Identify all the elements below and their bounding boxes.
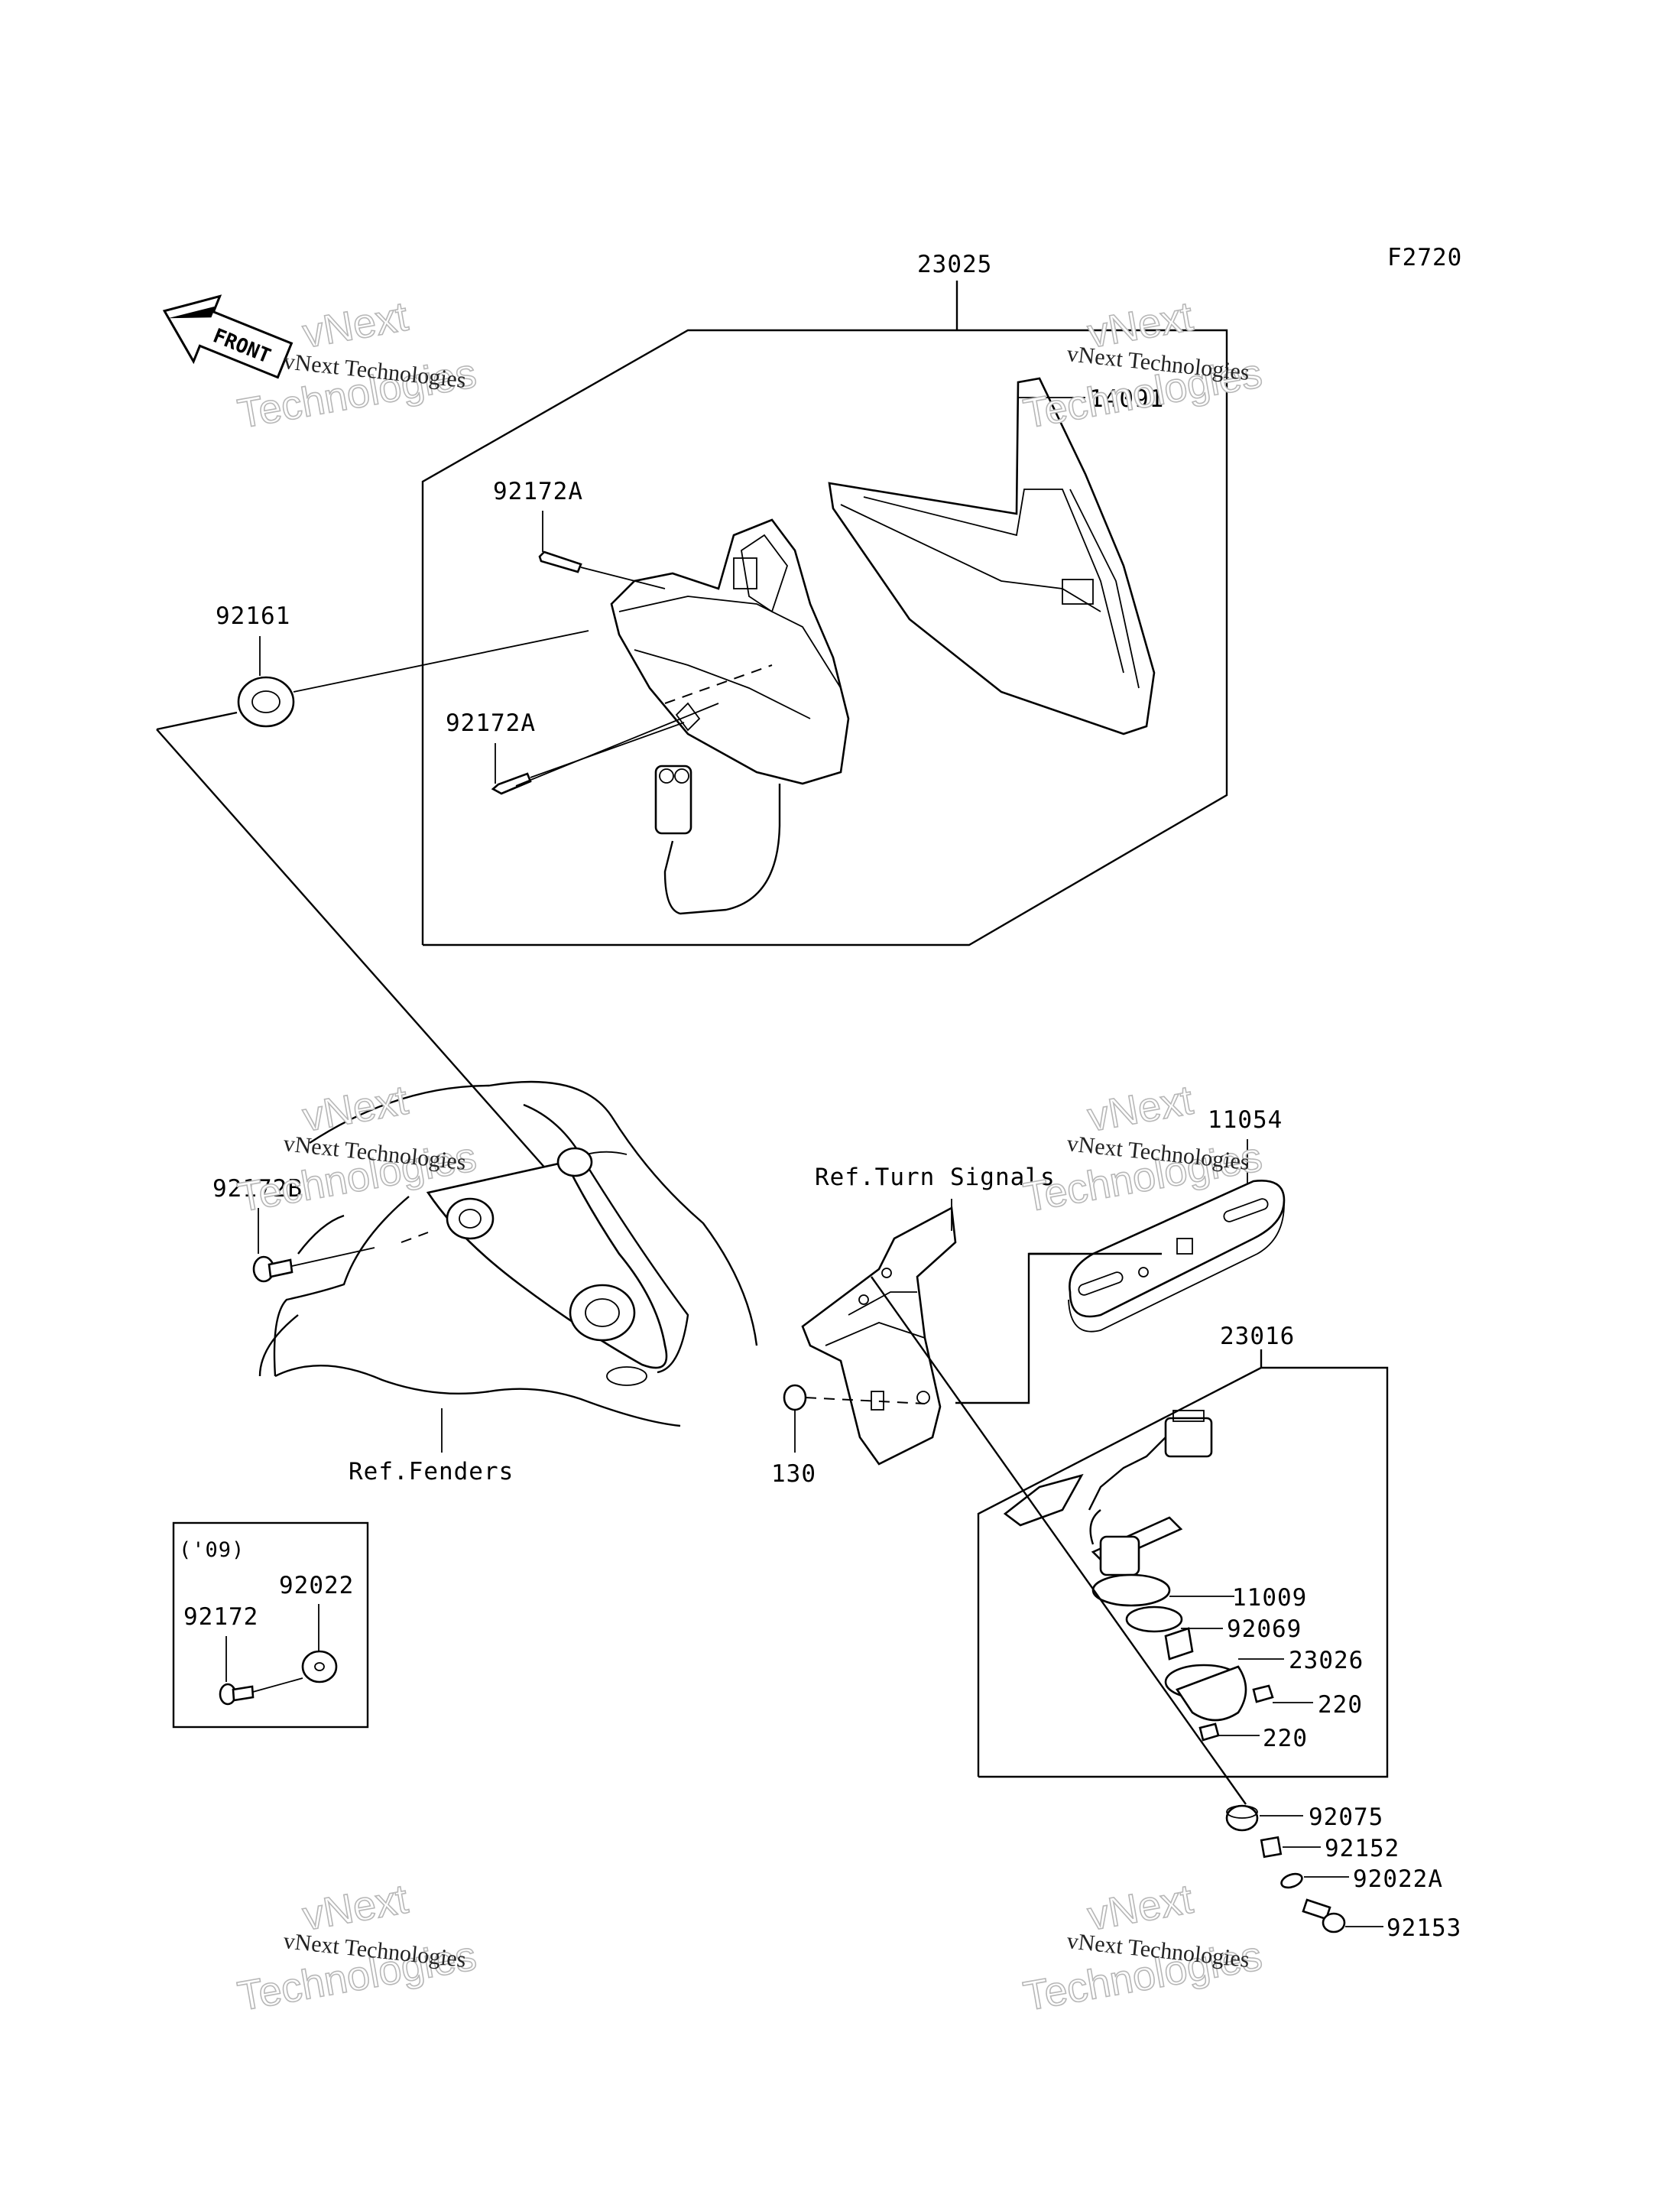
license-bracket-part (801, 1206, 957, 1466)
bolt-130 (783, 1384, 926, 1411)
watermark-5: vNext Technologies vNext Technologies (234, 1875, 480, 2021)
lens-cover-part (828, 377, 1156, 735)
watermark-2: vNext Technologies vNext Technologies (1020, 293, 1266, 438)
label-92022A: 92022A (1353, 1865, 1443, 1893)
inset-year: ('09) (179, 1538, 245, 1562)
screw-92172A-top (538, 550, 666, 589)
inset-box-09 (172, 1521, 369, 1729)
ref-fenders: Ref.Fenders (349, 1458, 514, 1485)
label-92152: 92152 (1325, 1835, 1399, 1862)
label-92172A-bottom: 92172A (446, 709, 536, 737)
label-11009: 11009 (1232, 1584, 1307, 1612)
svg-text:vNext: vNext (300, 1876, 411, 1940)
screw-92172A-bottom (491, 703, 719, 795)
tail-light-housing-part (610, 518, 850, 915)
tail-light-assembly-box (421, 281, 1228, 946)
label-92069: 92069 (1227, 1615, 1302, 1643)
label-92161: 92161 (216, 602, 290, 630)
svg-text:vNext: vNext (300, 1077, 411, 1141)
label-92172A-top: 92172A (493, 478, 583, 505)
label-92153: 92153 (1386, 1914, 1461, 1942)
svg-text:vNext: vNext (1085, 294, 1196, 357)
label-14091: 14091 (1089, 385, 1164, 413)
screw-92172 (219, 1677, 303, 1706)
label-220-b: 220 (1263, 1725, 1308, 1752)
label-130: 130 (771, 1460, 816, 1488)
grommet-92075 (1225, 1804, 1259, 1832)
license-light-part (1003, 1410, 1274, 1742)
front-arrow-icon: FRONT (162, 294, 294, 379)
fender-part (258, 1080, 758, 1427)
label-92075: 92075 (1309, 1804, 1383, 1831)
label-23026: 23026 (1289, 1647, 1364, 1674)
collar-92152 (1260, 1836, 1283, 1859)
bolt-92172B (252, 1247, 375, 1283)
label-11054: 11054 (1208, 1106, 1283, 1134)
washer-92022A (1280, 1872, 1303, 1889)
bolt-92153 (1302, 1898, 1346, 1933)
svg-text:vNext: vNext (1085, 1077, 1196, 1141)
figure-code: F2720 (1387, 244, 1462, 271)
ref-turn-signals: Ref.Turn Signals (815, 1164, 1056, 1191)
watermark-6: vNext Technologies vNext Technologies (1020, 1875, 1266, 2021)
svg-text:vNext: vNext (1085, 1876, 1196, 1940)
label-92172B: 92172B (212, 1175, 303, 1203)
label-220-a: 220 (1318, 1691, 1363, 1719)
license-plate-bracket-11054 (1068, 1179, 1286, 1333)
grommet-92161 (237, 630, 589, 728)
label-23025: 23025 (917, 251, 992, 278)
svg-text:vNext: vNext (300, 294, 411, 357)
label-23016: 23016 (1220, 1323, 1295, 1350)
license-light-assembly-box (977, 1349, 1389, 1778)
label-92022: 92022 (279, 1572, 354, 1599)
washer-92022 (301, 1650, 338, 1683)
label-92172: 92172 (183, 1603, 258, 1631)
